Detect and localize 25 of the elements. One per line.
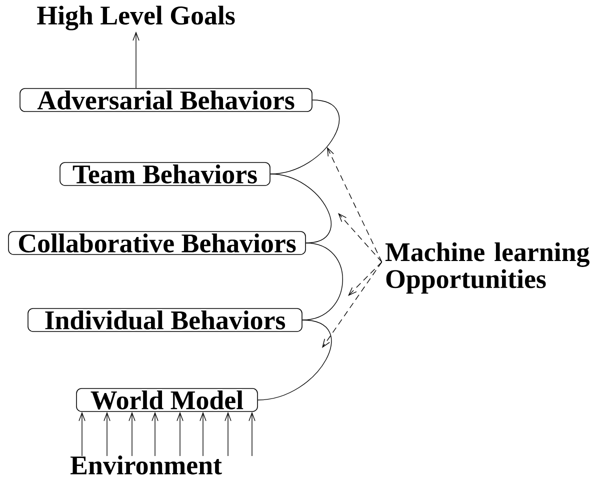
arrow bbox=[132, 32, 140, 88]
connecting-curve bbox=[258, 320, 332, 400]
input-arrow bbox=[104, 412, 110, 456]
input-arrow bbox=[200, 412, 206, 456]
input-arrow bbox=[128, 412, 136, 456]
dashed-arrow bbox=[348, 262, 382, 296]
input-arrow bbox=[224, 412, 232, 456]
behavior-box: Individual Behaviors bbox=[28, 308, 302, 332]
dashed-arrow bbox=[322, 262, 382, 348]
dashed-arrow bbox=[327, 147, 382, 262]
behavior-box: Adversarial Behaviors bbox=[20, 88, 312, 112]
connecting-curve bbox=[302, 242, 343, 320]
behavior-box: Collaborative Behaviors bbox=[8, 231, 306, 255]
behavior-box: World Model bbox=[76, 388, 258, 412]
text-label: High Level Goals bbox=[37, 6, 235, 30]
input-arrow bbox=[248, 412, 256, 456]
text-label: Environment bbox=[70, 456, 222, 474]
connecting-curve bbox=[270, 174, 332, 244]
input-arrow bbox=[78, 412, 86, 456]
dashed-arrow bbox=[338, 213, 382, 262]
input-arrow bbox=[176, 412, 184, 456]
text-label: Machine learning Opportunities bbox=[385, 242, 590, 294]
input-arrow bbox=[152, 412, 158, 456]
connecting-curve bbox=[270, 100, 340, 174]
behavior-box: Team Behaviors bbox=[60, 162, 270, 186]
